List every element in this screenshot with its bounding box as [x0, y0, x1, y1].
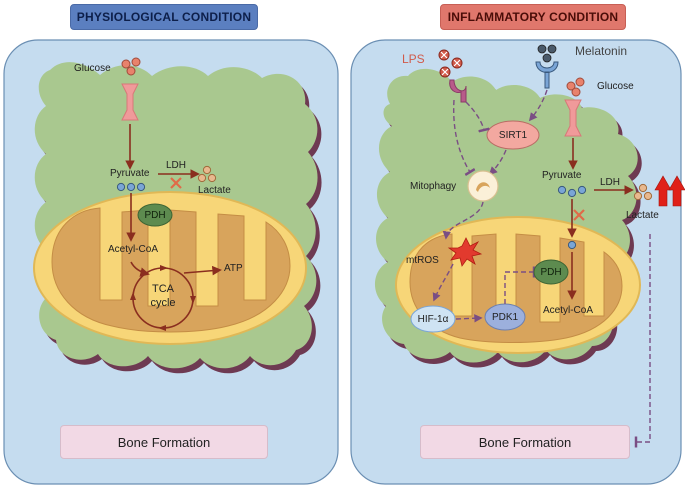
mtros-burst-icon — [447, 237, 483, 267]
left-tca-to-atp-arrow — [183, 265, 222, 276]
physiological-condition-title: PHYSIOLOGICAL CONDITION — [70, 4, 258, 30]
inflammatory-condition-title: INFLAMMATORY CONDITION — [440, 4, 626, 30]
left-atp-label: ATP — [224, 263, 243, 274]
sirt1-to-mitophagy-arrow — [488, 149, 507, 176]
left-glucose-label: Glucose — [74, 63, 111, 74]
right-ldh-label: LDH — [600, 177, 621, 188]
hif-node — [410, 305, 456, 333]
right-acetyl-coa-label: Acetyl-CoA — [543, 305, 594, 316]
hif-label: HIF-1α — [417, 313, 449, 325]
right-pyruvate-label: Pyruvate — [542, 170, 582, 181]
mitophagy-to-mtros-arrow — [442, 201, 484, 240]
right-pdh-node — [533, 259, 569, 285]
lactate-to-bone-formation-inhibition — [634, 234, 651, 448]
right-glucose-molecules-icon — [566, 77, 585, 97]
melatonin-label: Melatonin — [575, 44, 628, 58]
left-bone-formation-box: Bone Formation — [60, 425, 268, 459]
melatonin-to-sirt1-arrow — [528, 89, 548, 122]
right-mitochondrion — [395, 216, 641, 354]
hif-to-pdk1-arrow — [455, 314, 483, 323]
left-pyruvate-label: Pyruvate — [110, 168, 150, 179]
left-acetyl-coa-label: Acetyl-CoA — [108, 244, 159, 255]
left-pdh-label: PDH — [144, 209, 166, 221]
melatonin-receptor-icon — [535, 61, 559, 89]
sirt1-node — [486, 120, 540, 150]
left-tca-label: TCA — [152, 282, 174, 295]
right-lactate-molecules-icon — [633, 183, 653, 201]
left-lactate-label: Lactate — [198, 185, 231, 196]
pdk1-label: PDK1 — [491, 311, 519, 323]
right-pdh-label: PDH — [540, 266, 562, 278]
left-acetyl-to-tca-arrow — [130, 261, 150, 277]
sirt1-label: SIRT1 — [498, 129, 528, 141]
left-glucose-molecules-icon — [121, 57, 141, 76]
pdk1-to-pdh-inhibition — [504, 266, 536, 304]
left-mitochondrion — [33, 191, 307, 345]
left-pyruvate-molecules-icon — [116, 182, 146, 192]
left-glucose-transporter-icon — [121, 83, 139, 121]
lps-to-mitophagy-inhibition — [452, 99, 476, 177]
mtros-label: mtROS — [406, 255, 439, 266]
right-lactate-label: Lactate — [626, 210, 659, 221]
lactate-increase-icon — [654, 175, 685, 207]
left-ldh-label: LDH — [166, 160, 187, 171]
left-pdh-node — [137, 203, 173, 227]
lps-receptor-icon — [449, 79, 467, 103]
left-lactate-molecules-icon — [197, 165, 217, 183]
melatonin-molecules-icon — [537, 44, 557, 63]
left-cycle-label: cycle — [150, 296, 176, 309]
left-ldh-blocked-icon — [170, 177, 182, 189]
left-mito-cristae — [51, 207, 291, 333]
lps-label: LPS — [402, 52, 425, 66]
lps-molecules-icon — [438, 49, 463, 78]
left-tca-cycle-arrowheads — [130, 265, 196, 331]
lps-to-sirt1-inhibition — [465, 101, 490, 133]
right-pyruvate-blocked-icon — [573, 209, 585, 221]
right-bone-formation-box: Bone Formation — [420, 425, 630, 459]
mitophagy-label: Mitophagy — [410, 181, 457, 192]
right-glucose-label: Glucose — [597, 81, 634, 92]
right-mito-cristae — [409, 233, 623, 343]
right-pyruvate-mito-dot — [567, 240, 577, 250]
right-pyruvate-molecules-icon — [557, 185, 587, 198]
mitophagy-vesicle-icon — [467, 170, 499, 202]
right-glucose-transporter-icon — [564, 99, 582, 137]
mtros-to-hif-arrow — [432, 263, 454, 302]
